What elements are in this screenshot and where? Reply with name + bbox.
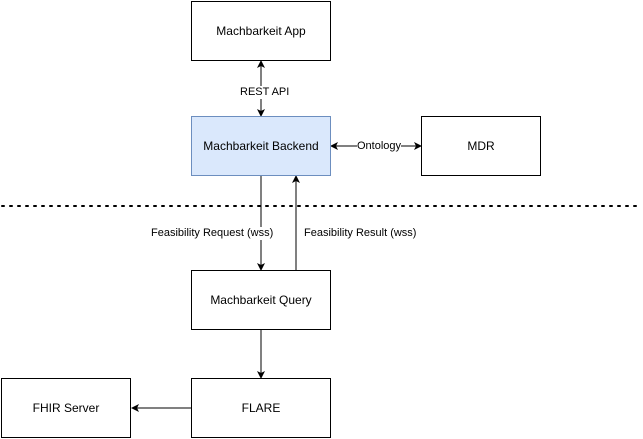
feasibility-request-label: Feasibility Request (wss) <box>151 227 274 240</box>
machbarkeit-query-node: Machbarkeit Query <box>191 270 331 330</box>
rest-api-label: REST API <box>240 86 290 99</box>
fhir-server-node: FHIR Server <box>1 378 131 438</box>
flare-node: FLARE <box>191 378 331 438</box>
machbarkeit-backend-node: Machbarkeit Backend <box>191 116 331 176</box>
feasibility-result-label: Feasibility Result (wss) <box>304 227 417 240</box>
ontology-label: Ontology <box>357 140 402 153</box>
mdr-node: MDR <box>421 116 541 176</box>
machbarkeit-app-node: Machbarkeit App <box>191 1 331 61</box>
